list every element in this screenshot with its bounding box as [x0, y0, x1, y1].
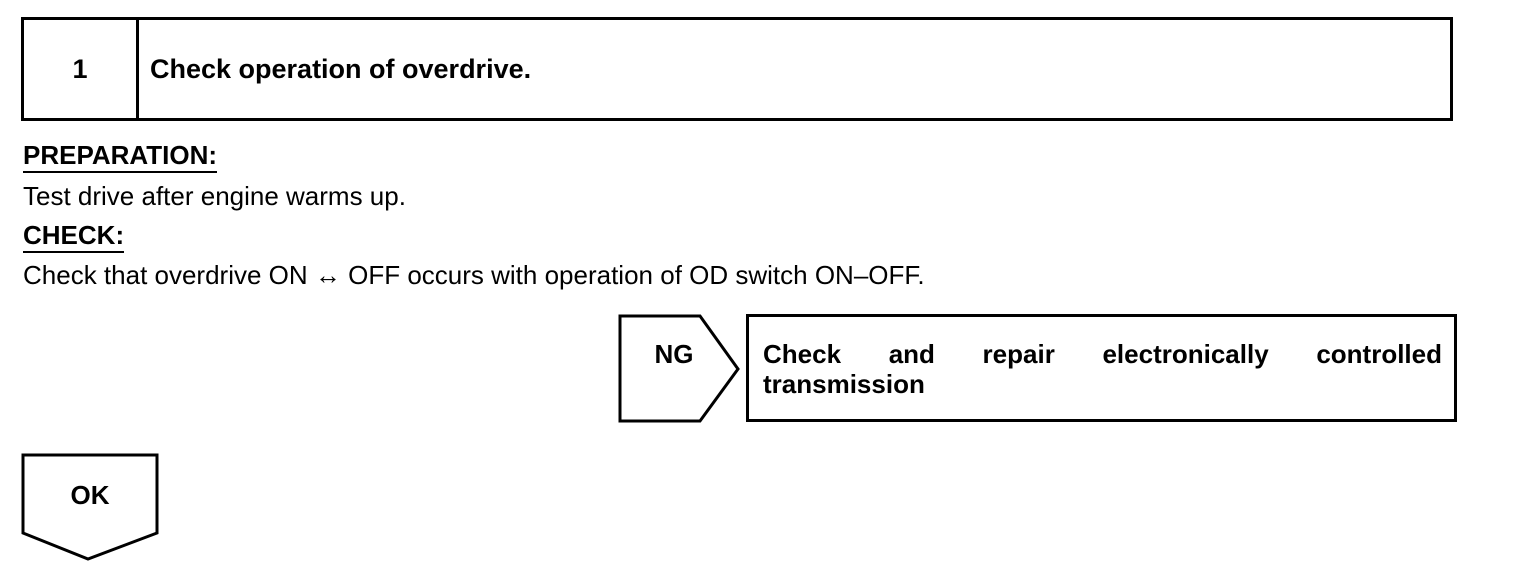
- preparation-text: Test drive after engine warms up.: [23, 181, 406, 211]
- preparation-heading: PREPARATION:: [23, 140, 218, 173]
- ng-arrow-icon: [618, 314, 740, 423]
- step-number: 1: [24, 20, 139, 118]
- check-text: Check that overdrive ON ↔ OFF occurs wit…: [23, 260, 925, 290]
- check-heading: CHECK:: [23, 220, 125, 253]
- ng-result-box: Check and repair electronically controll…: [746, 314, 1457, 422]
- step-title: Check operation of overdrive.: [150, 53, 532, 84]
- step-header: 1 Check operation of overdrive.: [21, 17, 1453, 121]
- ok-label: OK: [70, 480, 110, 510]
- ng-result-text: Check and repair electronically controll…: [763, 339, 1442, 399]
- ng-label: NG: [654, 339, 694, 369]
- ok-arrow-icon: [21, 453, 159, 561]
